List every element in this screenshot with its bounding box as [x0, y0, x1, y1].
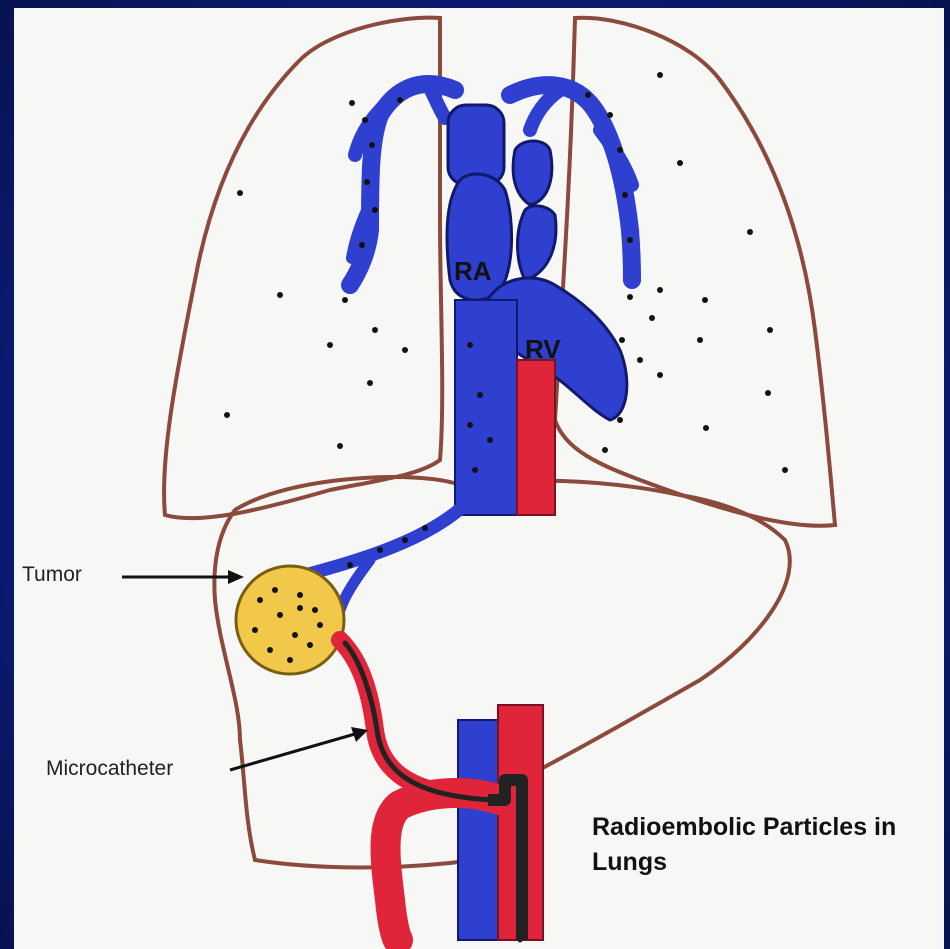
particle-dot [703, 425, 709, 431]
particle-dot [367, 380, 373, 386]
particle-dot [767, 327, 773, 333]
particle-dot [677, 160, 683, 166]
particle-dot [317, 622, 323, 628]
particle-dot [422, 525, 428, 531]
particle-dot [747, 229, 753, 235]
particle-dot [297, 592, 303, 598]
particle-dot [297, 605, 303, 611]
particle-dot [372, 327, 378, 333]
particle-dot [472, 467, 478, 473]
inferior-vena-cava-lower [458, 720, 498, 940]
particle-dot [627, 294, 633, 300]
particle-dot [402, 347, 408, 353]
particle-dot [292, 632, 298, 638]
particle-dot [617, 147, 623, 153]
tumor-arrow [122, 570, 244, 584]
hepatic-vein [305, 500, 470, 575]
particle-dot [477, 392, 483, 398]
ra-label: RA [454, 256, 492, 286]
particle-dot [657, 72, 663, 78]
particle-dot [602, 447, 608, 453]
caption: Radioembolic Particles in Lungs [592, 810, 896, 880]
particle-dot [272, 587, 278, 593]
particle-dot [312, 607, 318, 613]
particle-dot [657, 372, 663, 378]
particle-dot [649, 315, 655, 321]
particle-dot [467, 422, 473, 428]
particle-dot [617, 417, 623, 423]
particle-dot [619, 337, 625, 343]
particle-dot [287, 657, 293, 663]
microcatheter-label: Microcatheter [46, 757, 173, 781]
particle-dot [257, 597, 263, 603]
right-ventricle-outflow [518, 206, 556, 280]
particle-dot [252, 627, 258, 633]
right-lung [555, 18, 835, 526]
inferior-vena-cava-upper [455, 300, 517, 515]
particle-dot [782, 467, 788, 473]
tumor-label: Tumor [22, 563, 82, 587]
particle-dot [327, 342, 333, 348]
particle-dot [362, 117, 368, 123]
particle-dot [337, 443, 343, 449]
particle-dot [657, 287, 663, 293]
particle-dot [377, 547, 383, 553]
aorta-upper [517, 360, 555, 515]
particle-dot [467, 342, 473, 348]
particle-dot [702, 297, 708, 303]
particle-dot [307, 642, 313, 648]
particle-dot [765, 390, 771, 396]
caption-line-2: Lungs [592, 845, 896, 880]
particle-dot [585, 92, 591, 98]
microcatheter-arrow [230, 727, 368, 770]
rv-label: RV [525, 334, 561, 364]
caption-line-1: Radioembolic Particles in [592, 810, 896, 845]
particle-dot [224, 412, 230, 418]
particle-dot [372, 207, 378, 213]
particle-dot [627, 237, 633, 243]
particle-dot [277, 292, 283, 298]
particle-dot [277, 612, 283, 618]
particle-dot [342, 297, 348, 303]
pulmonary-trunk [513, 141, 552, 205]
particle-dot [607, 112, 613, 118]
particle-dot [359, 242, 365, 248]
particle-dot [349, 100, 355, 106]
particle-dot [397, 97, 403, 103]
particle-dot [369, 142, 375, 148]
particle-dot [267, 647, 273, 653]
particle-dot [237, 190, 243, 196]
particle-dot [622, 192, 628, 198]
particle-dot [347, 562, 353, 568]
particle-dot [637, 357, 643, 363]
particle-dot [697, 337, 703, 343]
particle-dot [402, 537, 408, 543]
particle-dot [487, 437, 493, 443]
particle-dot [364, 179, 370, 185]
